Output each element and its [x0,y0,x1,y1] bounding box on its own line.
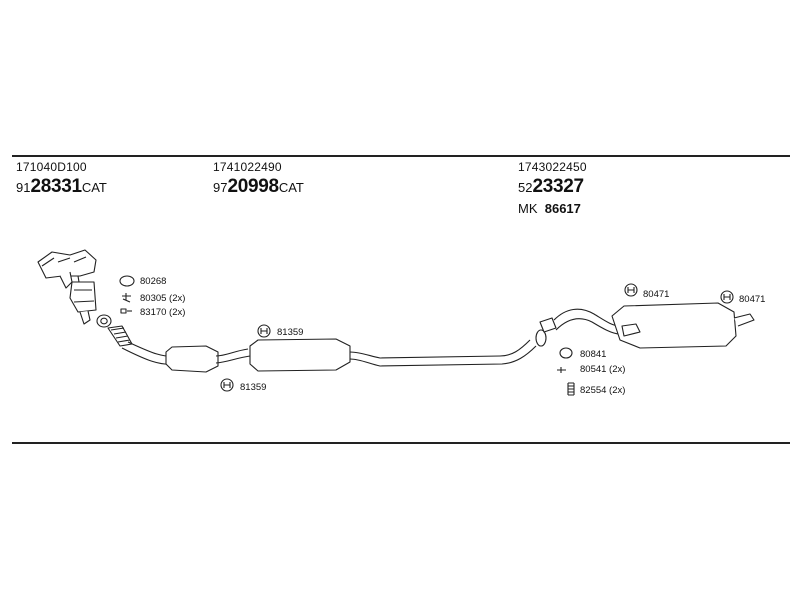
part-label: 80305 (2x) [140,293,185,304]
part-label: 80841 [580,349,606,360]
part-label: 80541 (2x) [580,364,625,375]
part-label: 81359 [240,382,266,393]
part-label: 80471 [739,294,765,305]
oe-number: 1743022450 [518,160,587,174]
hanger-icon [720,290,734,304]
part-label: 83170 (2x) [140,307,185,318]
flange-ring [96,314,112,328]
part-label: 82554 (2x) [580,385,625,396]
flex-joint [107,325,133,347]
mounting-kit-number: MK 86617 [518,201,581,216]
part-label: 80471 [643,289,669,300]
part-label: 80268 [140,276,166,287]
bottom-divider [12,442,790,444]
section-front-pipe: 171040D100 9128331CAT [16,160,107,198]
nut-icon [120,308,132,314]
gasket-icon [559,347,573,359]
part-number: 9128331CAT [16,176,107,197]
oe-number: 171040D100 [16,160,87,174]
middle-silencer [249,338,537,372]
hanger-icon [624,283,638,297]
oe-number: 1741022490 [213,160,282,174]
section-middle-pipe: 1741022490 9720998CAT [213,160,304,198]
part-label: 81359 [277,327,303,338]
rear-connection [535,308,621,347]
hanger-icon [220,378,234,392]
bolt-icon [557,367,566,373]
top-divider [12,155,790,157]
manifold-catalyst [37,249,97,325]
front-pipe [121,341,251,373]
part-number: 5223327 [518,176,584,197]
hanger-icon [257,324,271,338]
rear-silencer [611,302,755,349]
section-rear-silencer: 1743022450 5223327 MK 86617 [518,160,587,216]
bolt-icon [122,293,131,303]
part-number: 9720998CAT [213,176,304,197]
ring-gasket-icon [119,275,135,287]
spring-icon [567,382,575,396]
